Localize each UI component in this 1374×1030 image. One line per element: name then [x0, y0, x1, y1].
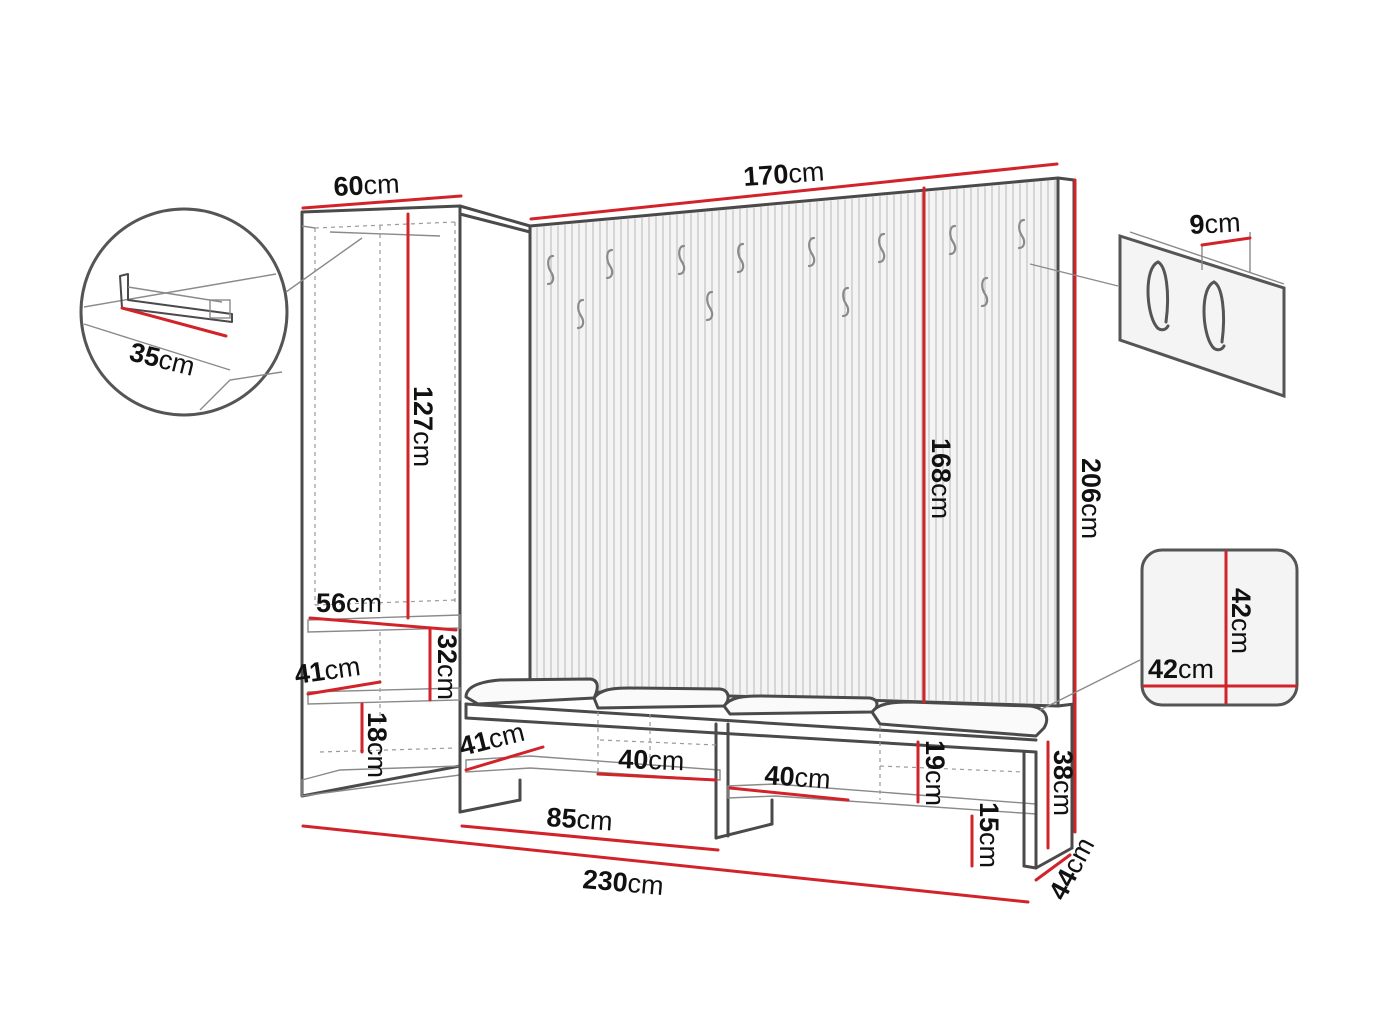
hook-icon [705, 290, 714, 322]
label-unit: cm [926, 483, 956, 519]
label-total-width-value: 230 [581, 864, 629, 898]
label-cushion-width-value: 42 [1148, 654, 1178, 684]
label-panel-height-value: 168 [926, 438, 956, 483]
hook-icon [807, 236, 816, 268]
label-unit: cm [432, 664, 462, 700]
label-unit: cm [408, 431, 438, 467]
label-bench-depth-value: 41 [456, 725, 492, 761]
label-unit: cm [1178, 654, 1214, 684]
svg-text:32cm: 32cm [432, 634, 462, 700]
svg-text:15cm: 15cm [974, 802, 1004, 868]
svg-text:18cm: 18cm [362, 712, 392, 778]
label-bench-inner-height-value: 19 [920, 740, 950, 770]
label-unit: cm [920, 770, 950, 806]
label-bench-cell-right-value: 40 [764, 760, 796, 792]
label-bottom-height-value: 18 [362, 712, 392, 742]
cushion-detail [1039, 548, 1299, 711]
dim-line-total-width [301, 824, 1030, 904]
label-unit: cm [363, 169, 401, 201]
label-rail-length-value: 35 [127, 337, 163, 373]
svg-text:206cm: 206cm [1076, 458, 1106, 539]
label-unit: cm [346, 588, 382, 618]
svg-text:40cm: 40cm [618, 744, 685, 776]
hook-icon [1156, 260, 1170, 324]
label-unit: cm [626, 868, 664, 901]
label-unit: cm [322, 651, 362, 686]
dim-line-rail-length [120, 306, 228, 338]
svg-text:9cm: 9cm [1189, 207, 1242, 240]
svg-text:230cm: 230cm [581, 864, 664, 901]
dimension-lines [301, 162, 1077, 904]
label-shelf-depth-value: 41 [293, 656, 327, 690]
svg-text:127cm: 127cm [408, 386, 438, 467]
svg-text:56cm: 56cm [316, 588, 382, 618]
label-unit: cm [648, 745, 685, 776]
label-unit: cm [1076, 503, 1106, 539]
dim-line-bench-depth [464, 745, 545, 772]
label-unit: cm [362, 742, 392, 778]
svg-text:40cm: 40cm [764, 760, 832, 795]
hook-icon [736, 242, 745, 274]
label-bench-cell-left-value: 40 [618, 744, 649, 775]
hook-icon [546, 254, 555, 286]
label-unit: cm [794, 762, 832, 794]
dim-line-bench-module-width [460, 824, 720, 852]
dim-line-panel-width [529, 162, 1059, 221]
svg-text:170cm: 170cm [742, 156, 825, 192]
hook-icon [605, 248, 614, 280]
hook-icon [980, 276, 989, 308]
label-wardrobe-inner-height-value: 127 [408, 386, 438, 431]
hook-icon [576, 298, 585, 330]
svg-text:19cm: 19cm [920, 740, 950, 806]
label-unit: cm [1204, 207, 1242, 239]
label-unit: cm [787, 156, 825, 188]
label-unit: cm [974, 832, 1004, 868]
svg-text:168cm: 168cm [926, 438, 956, 519]
label-hook-spacing-value: 9 [1189, 209, 1206, 240]
wardrobe [300, 204, 532, 798]
coat-hooks [546, 218, 1026, 330]
svg-text:42cm: 42cm [1148, 654, 1214, 684]
label-unit: cm [1048, 780, 1078, 816]
hook-icon [841, 286, 850, 318]
svg-text:38cm: 38cm [1048, 750, 1078, 816]
hook-icon [677, 244, 686, 276]
label-shelf-width-value: 56 [316, 588, 346, 618]
label-cushion-depth-value: 42 [1226, 588, 1256, 618]
hook-icon [1212, 280, 1226, 344]
hook-icon [948, 224, 957, 256]
panel-slats [536, 180, 1056, 704]
dim-line-hook-spacing [1200, 236, 1252, 247]
label-bench-height-value: 38 [1048, 750, 1078, 780]
dim-line-total-depth [1034, 853, 1072, 882]
svg-text:85cm: 85cm [546, 802, 614, 837]
svg-text:42cm: 42cm [1226, 588, 1256, 654]
back-panel [528, 176, 1076, 708]
hook-icon [877, 232, 886, 264]
hook-detail [1029, 231, 1286, 399]
hook-icon [1146, 260, 1170, 332]
label-unit: cm [1226, 618, 1256, 654]
svg-text:60cm: 60cm [333, 169, 401, 202]
dim-line-wardrobe-width [301, 194, 463, 210]
label-bench-module-width-value: 85 [546, 802, 578, 834]
label-unit: cm [485, 717, 527, 755]
dim-line-bench-cell-right [728, 786, 850, 802]
label-panel-width-value: 170 [742, 159, 789, 192]
dim-line-shelf-width [308, 616, 458, 632]
svg-text:41cm: 41cm [293, 651, 363, 690]
label-total-height-value: 206 [1076, 458, 1106, 503]
dim-line-shelf-depth [306, 680, 382, 696]
label-wardrobe-width-value: 60 [333, 170, 365, 202]
hook-icon [1202, 280, 1226, 352]
label-unit: cm [576, 804, 614, 836]
label-compartment-height-value: 32 [432, 634, 462, 664]
bench [458, 677, 1074, 870]
rail-detail [79, 207, 363, 417]
label-bench-leg-height-value: 15 [974, 802, 1004, 832]
hook-icon [1017, 218, 1026, 250]
dim-line-bench-cell-left [596, 772, 718, 782]
